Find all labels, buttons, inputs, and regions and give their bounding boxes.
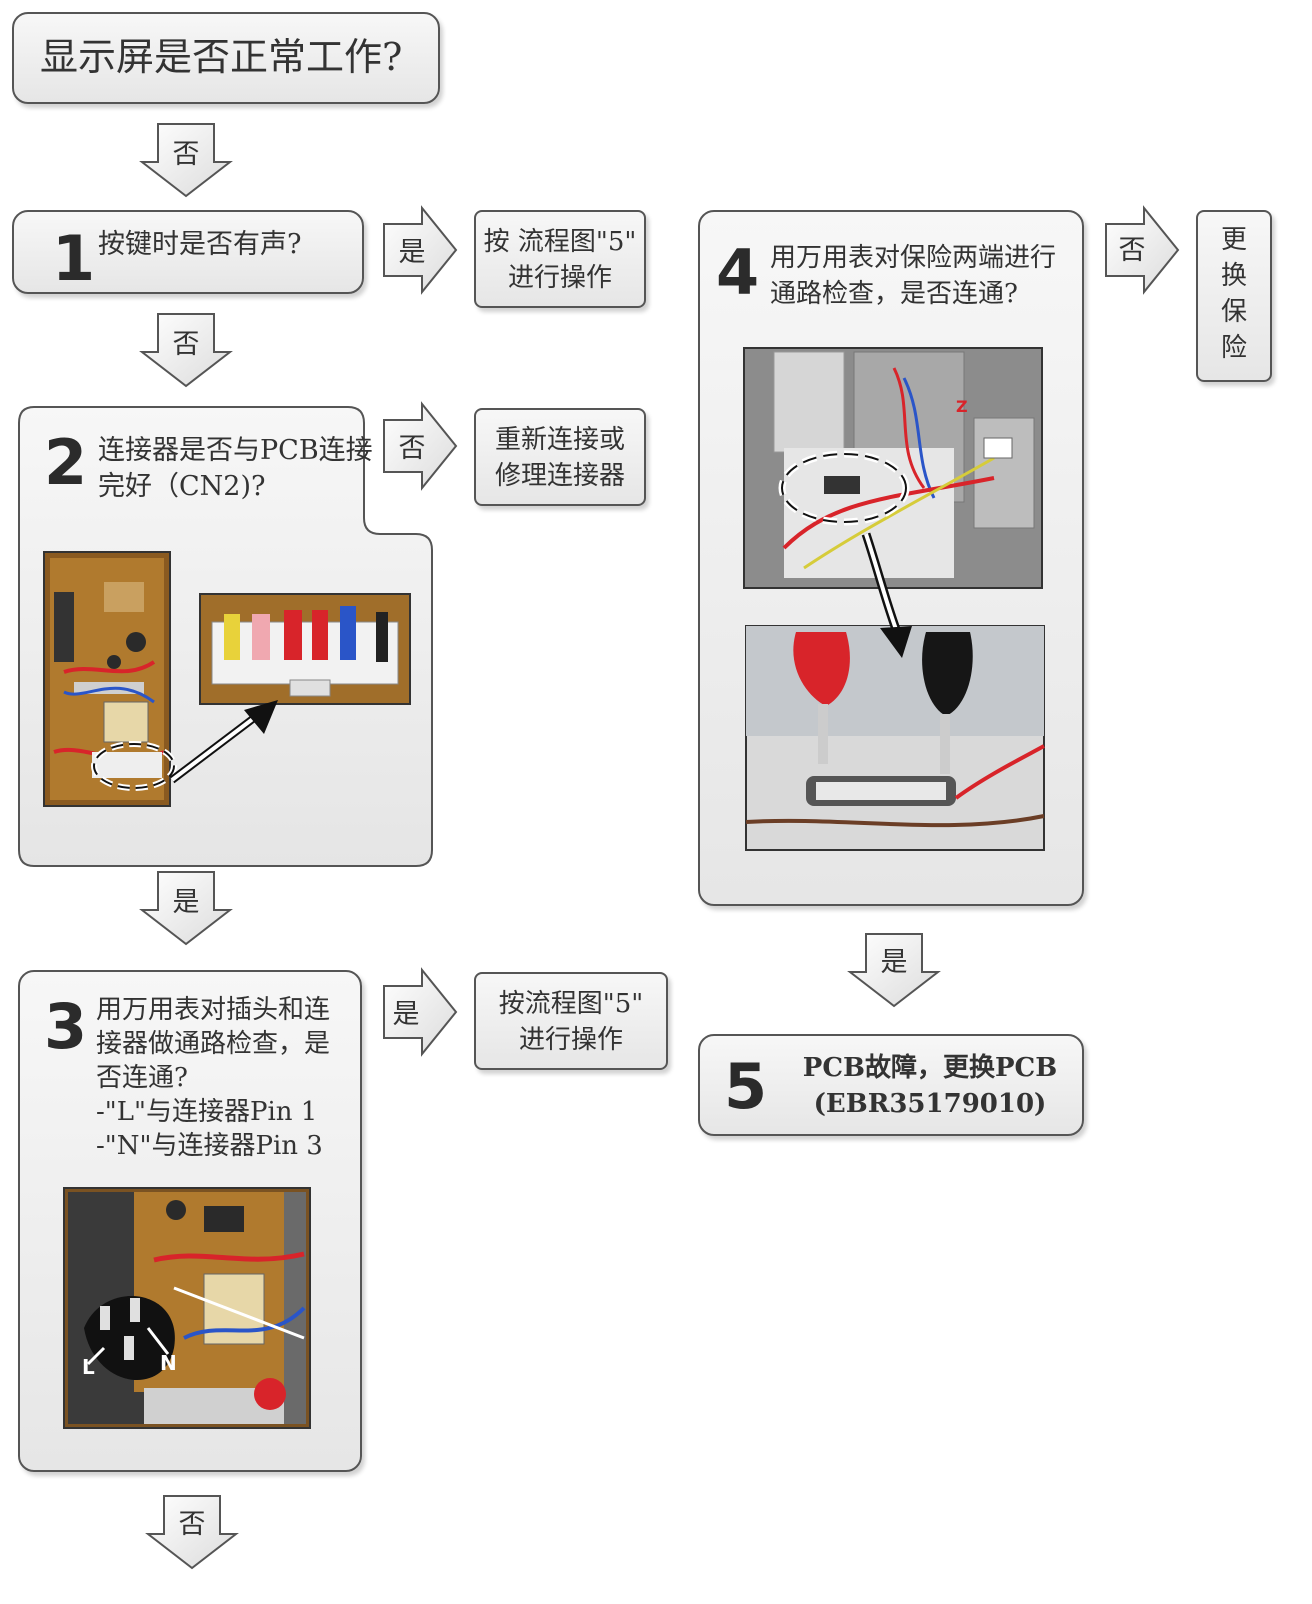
step3-yes-result-line1: 按流程图"5" <box>498 989 644 1019</box>
step1-box: 1 按键时是否有声? <box>12 210 364 295</box>
down-arrow-step2-to-step3 <box>139 871 233 946</box>
label-no-step4: 否 <box>1118 235 1146 266</box>
step2-line1: 连接器是否与PCB连接 <box>98 435 373 466</box>
magnify-arrow-step2 <box>169 700 278 784</box>
step3-photo-label-l: L <box>82 1355 95 1379</box>
right-arrow-step3-yes <box>383 967 458 1057</box>
step4-no-result-char2: 换 <box>1220 261 1247 291</box>
title-box: 显示屏是否正常工作? <box>12 12 440 104</box>
label-yes-step2: 是 <box>172 887 200 918</box>
right-arrow-step1-yes <box>383 205 458 295</box>
step1-yes-result-line1: 按 流程图"5" <box>483 227 637 257</box>
step4-line1: 用万用表对保险两端进行 <box>770 243 1057 273</box>
step3-plug-photo: L N <box>63 1187 311 1429</box>
down-arrow-title-to-step1 <box>139 123 233 198</box>
label-no-step2: 否 <box>398 433 426 464</box>
step2-no-result-line1: 重新连接或 <box>494 425 625 455</box>
step2-no-result-box: 重新连接或 修理连接器 <box>474 408 646 506</box>
step2-pcb-photo <box>43 551 177 807</box>
step5-number: 5 <box>724 1050 768 1123</box>
step3-yes-result-box: 按流程图"5" 进行操作 <box>474 972 668 1070</box>
label-yes-step4: 是 <box>880 947 908 978</box>
step5-box: 5 PCB故障，更换PCB (EBR35179010) <box>698 1034 1084 1136</box>
step4-no-result-char4: 险 <box>1220 333 1247 363</box>
label-yes-step3: 是 <box>392 999 420 1030</box>
label-no-step1: 否 <box>172 329 200 360</box>
step2-no-result-line2: 修理连接器 <box>494 461 625 491</box>
down-arrow-step1-to-step2 <box>139 313 233 388</box>
step3-yes-result-line2: 进行操作 <box>518 1025 623 1055</box>
label-no-title: 否 <box>172 139 200 170</box>
magnify-arrow-step4 <box>861 532 912 658</box>
label-no-step3: 否 <box>178 1509 206 1540</box>
step1-number: 1 <box>52 222 96 295</box>
step2-connector-photo <box>199 593 411 705</box>
step2-number: 2 <box>44 426 88 499</box>
step4-no-result-box: 更 换 保 险 <box>1196 210 1272 382</box>
step3-line5: -"N"与连接器Pin 3 <box>96 1131 323 1161</box>
title-text: 显示屏是否正常工作? <box>40 35 403 79</box>
step4-number: 4 <box>716 236 760 309</box>
step3-photo-label-n: N <box>160 1351 177 1375</box>
step1-yes-result-line2: 进行操作 <box>507 263 612 293</box>
step3-line2: 接器做通路检查，是 <box>96 1029 331 1059</box>
step4-no-result-char1: 更 <box>1220 225 1247 255</box>
step4-line2: 通路检查，是否连通? <box>770 279 1018 309</box>
step4-photo-label-z: Z <box>956 397 968 416</box>
step1-yes-result-box: 按 流程图"5" 进行操作 <box>474 210 646 308</box>
step4-fuse-location-photo: Z <box>743 347 1043 589</box>
step5-line2: (EBR35179010) <box>813 1089 1047 1119</box>
step3-line4: -"L"与连接器Pin 1 <box>96 1097 318 1127</box>
right-arrow-step2-no <box>383 401 458 491</box>
step1-question: 按键时是否有声? <box>98 229 302 260</box>
step3-line3: 否连通? <box>96 1063 188 1093</box>
step2-line2: 完好（CN2)? <box>98 471 266 502</box>
label-yes-step1: 是 <box>398 237 426 268</box>
down-arrow-step3-no <box>145 1495 239 1570</box>
step4-no-result-char3: 保 <box>1220 297 1247 327</box>
down-arrow-step4-to-step5 <box>847 933 941 1008</box>
step5-line1: PCB故障，更换PCB <box>802 1053 1058 1083</box>
right-arrow-step4-no <box>1105 205 1180 295</box>
step3-number: 3 <box>44 990 88 1063</box>
step3-line1: 用万用表对插头和连 <box>96 995 331 1025</box>
